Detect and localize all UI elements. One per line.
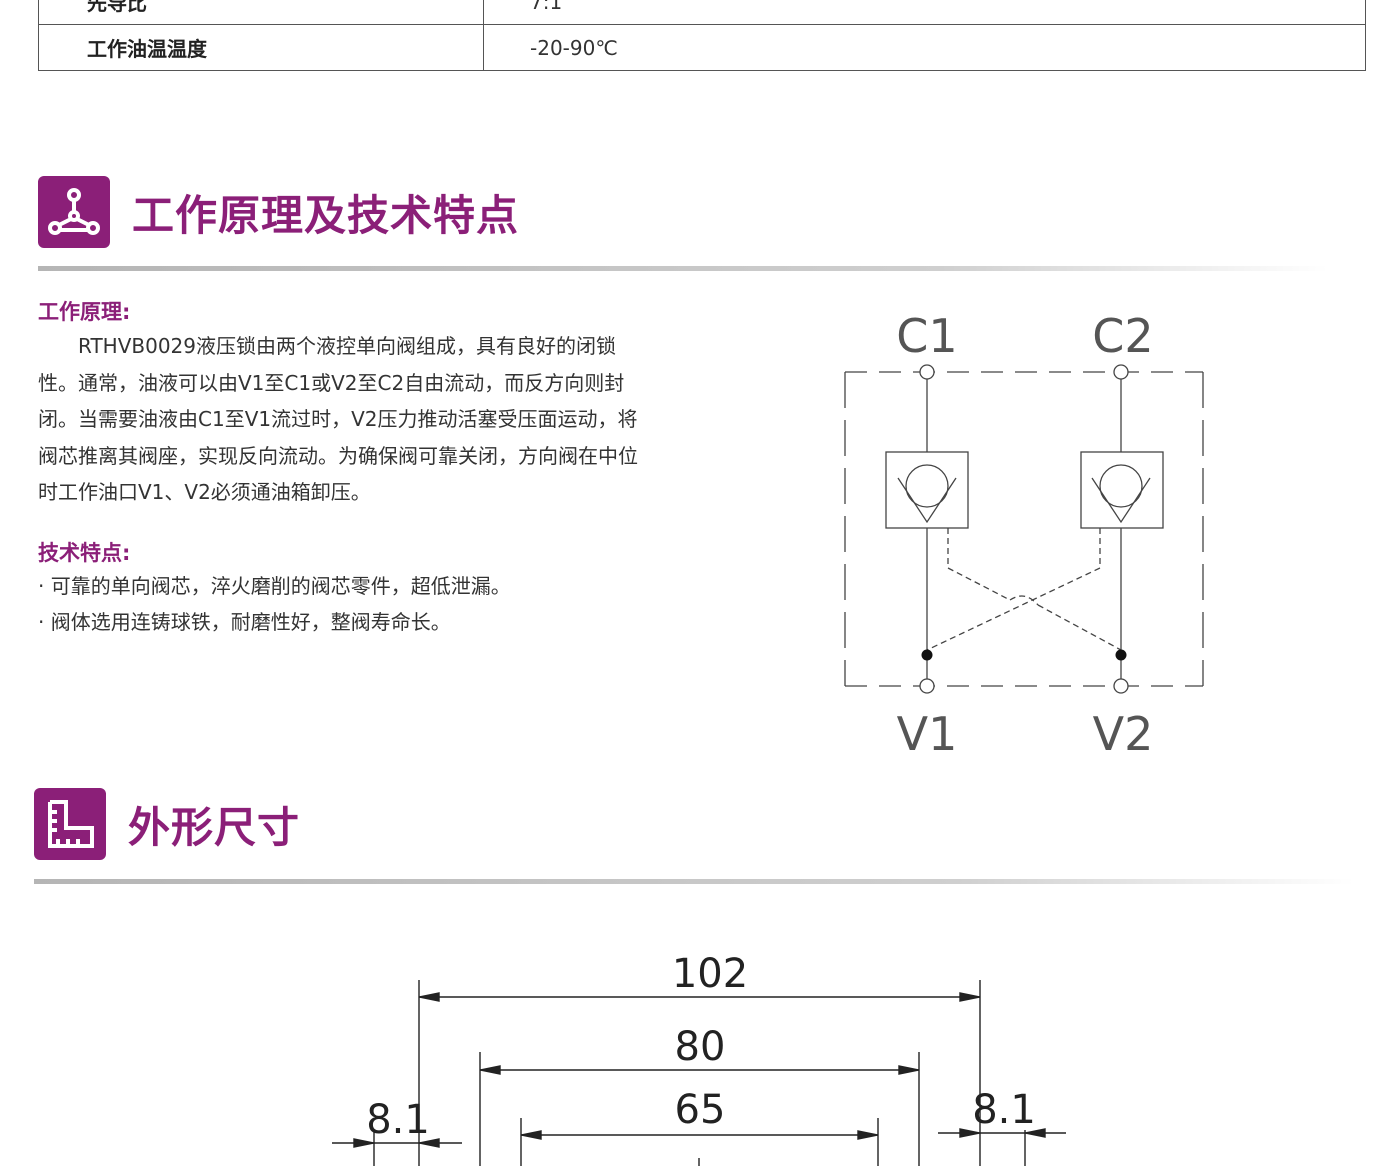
table-row: 先导比 7:1 (38, 0, 1366, 25)
port-label-c1: C1 (896, 309, 957, 363)
dim-body-label: 80 (675, 1024, 726, 1070)
section-divider (34, 879, 1354, 884)
dim-left-offset-label: 8.1 (366, 1097, 430, 1143)
spec-value: 7:1 (483, 0, 1366, 25)
section-title: 外形尺寸 (128, 802, 301, 852)
spec-label: 先导比 (38, 0, 484, 25)
dim-overall-label: 102 (672, 951, 748, 997)
section-divider (38, 266, 1328, 271)
spec-label: 工作油温温度 (38, 24, 484, 71)
hydraulic-schematic: C1 C2 V1 V2 (844, 309, 1204, 760)
features-title: 技术特点: (38, 541, 131, 565)
principle-section-header: 工作原理及技术特点 (38, 176, 519, 248)
working-principle-text: RTHVB0029液压锁由两个液控单向阀组成，具有良好的闭锁性。通常，油液可以由… (38, 328, 650, 511)
spec-value: -20-90℃ (483, 24, 1366, 71)
list-item: 可靠的单向阀芯，淬火磨削的阀芯零件，超低泄漏。 (38, 568, 511, 604)
section-title: 工作原理及技术特点 (132, 190, 520, 240)
paragraph: RTHVB0029液压锁由两个液控单向阀组成，具有良好的闭锁性。通常，油液可以由… (38, 334, 638, 504)
port-label-v1: V1 (897, 707, 958, 760)
table-row: 工作油温温度 -20-90℃ (38, 24, 1366, 71)
network-nodes-icon (38, 176, 110, 248)
list-item: 阀体选用连铸球铁，耐磨性好，整阀寿命长。 (38, 604, 511, 640)
ruler-dimension-icon (34, 788, 106, 860)
port-label-c2: C2 (1092, 309, 1153, 363)
features-list: 可靠的单向阀芯，淬火磨削的阀芯零件，超低泄漏。 阀体选用连铸球铁，耐磨性好，整阀… (38, 568, 511, 640)
port-label-v2: V2 (1093, 707, 1154, 760)
dim-right-offset-label: 8.1 (972, 1087, 1036, 1133)
dimension-drawing: 102 80 65 8.1 8.1 (332, 951, 1066, 1166)
spec-table: 先导比 7:1 工作油温温度 -20-90℃ (38, 0, 1366, 71)
dimensions-section-header: 外形尺寸 (34, 788, 300, 860)
working-principle-title: 工作原理: (38, 300, 131, 324)
dim-inner-label: 65 (675, 1087, 726, 1133)
